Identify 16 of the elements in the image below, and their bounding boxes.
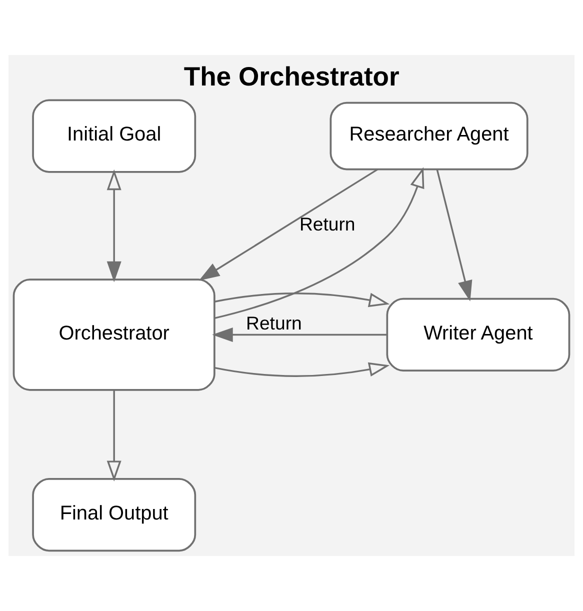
arrow	[198, 168, 378, 281]
arrow	[212, 327, 388, 342]
edge-label: Return	[246, 312, 302, 334]
arrow	[106, 169, 122, 282]
node-box: Writer Agent	[386, 298, 570, 372]
arrow	[214, 292, 390, 308]
diagram-title: The Orchestrator	[184, 62, 400, 92]
arrow	[214, 362, 390, 377]
edge-label: Return	[299, 214, 356, 235]
node-box: Final Output	[32, 478, 196, 552]
node-box: Initial Goal	[32, 99, 196, 173]
arrow	[214, 167, 424, 320]
node-box: Researcher Agent	[330, 102, 528, 170]
arrow	[106, 390, 122, 482]
arrow	[436, 169, 472, 302]
node-box: Orchestrator	[12, 278, 216, 391]
